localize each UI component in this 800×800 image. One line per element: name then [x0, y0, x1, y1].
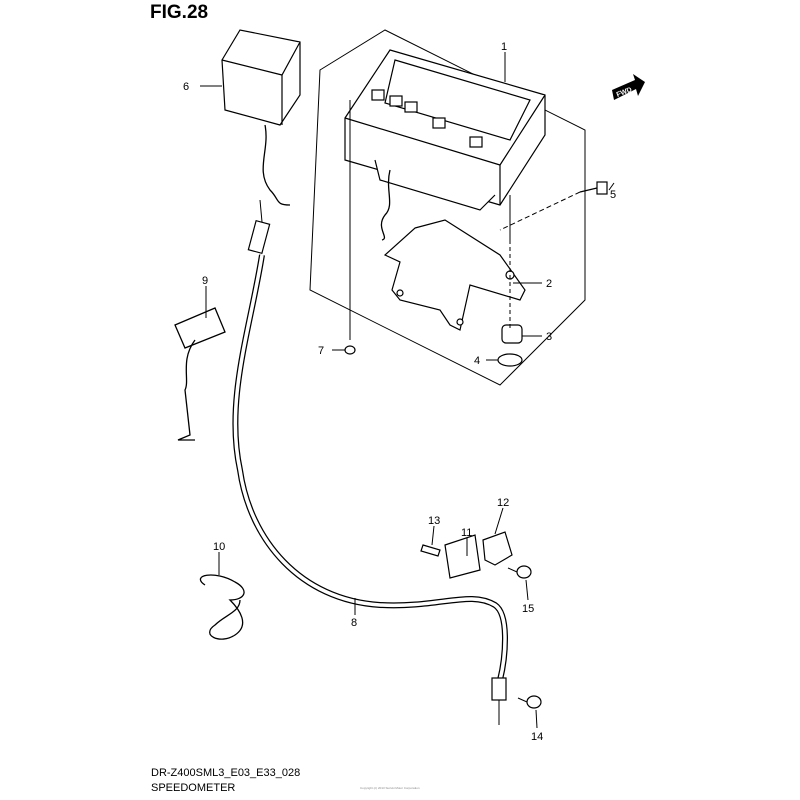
callout-9[interactable]: 9	[202, 275, 208, 287]
speedometer-cable-part[interactable]	[232, 199, 508, 725]
meter-socket-part[interactable]	[221, 29, 301, 206]
figure-title: FIG.28	[150, 2, 209, 23]
cable-guide-part[interactable]	[174, 307, 226, 441]
callout-14[interactable]: 14	[531, 731, 543, 743]
callout-2[interactable]: 2	[546, 278, 552, 290]
assembly-outline	[309, 29, 586, 386]
callout-8[interactable]: 8	[351, 617, 357, 629]
meter-bracket-part[interactable]	[383, 195, 526, 331]
callout-13[interactable]: 13	[428, 515, 440, 527]
callout-1[interactable]: 1	[501, 41, 507, 53]
grommet-part[interactable]	[501, 324, 523, 344]
screw-15-part[interactable]	[507, 565, 532, 579]
callout-4[interactable]: 4	[474, 355, 480, 367]
copyright-note: Copyright (c) 2013 Suzuki Motor Corporat…	[360, 786, 420, 790]
meter-harness	[380, 169, 391, 241]
cable-clamp-part[interactable]	[199, 574, 245, 640]
washer-part[interactable]	[497, 353, 523, 367]
clamp-plate-part[interactable]	[444, 534, 481, 579]
callout-3[interactable]: 3	[546, 331, 552, 343]
model-code: DR-Z400SML3_E03_E33_028	[151, 767, 301, 779]
speedometer-meter-part[interactable]	[344, 49, 546, 211]
callout-6[interactable]: 6	[183, 81, 189, 93]
callout-12[interactable]: 12	[497, 497, 509, 509]
screw-14-part[interactable]	[517, 695, 542, 709]
bolt-part[interactable]	[579, 181, 608, 195]
rivet-part[interactable]	[420, 544, 441, 557]
callout-5[interactable]: 5	[610, 189, 616, 201]
callout-15[interactable]: 15	[522, 603, 534, 615]
screw-part[interactable]	[344, 100, 356, 355]
callout-7[interactable]: 7	[318, 345, 324, 357]
figure-name: SPEEDOMETER	[151, 782, 236, 794]
forward-arrow-icon: FWD	[612, 74, 645, 100]
callout-11[interactable]: 11	[461, 527, 472, 539]
callout-10[interactable]: 10	[213, 541, 225, 553]
leader-lines	[200, 52, 615, 729]
cable-clamp-12-part[interactable]	[482, 531, 513, 566]
